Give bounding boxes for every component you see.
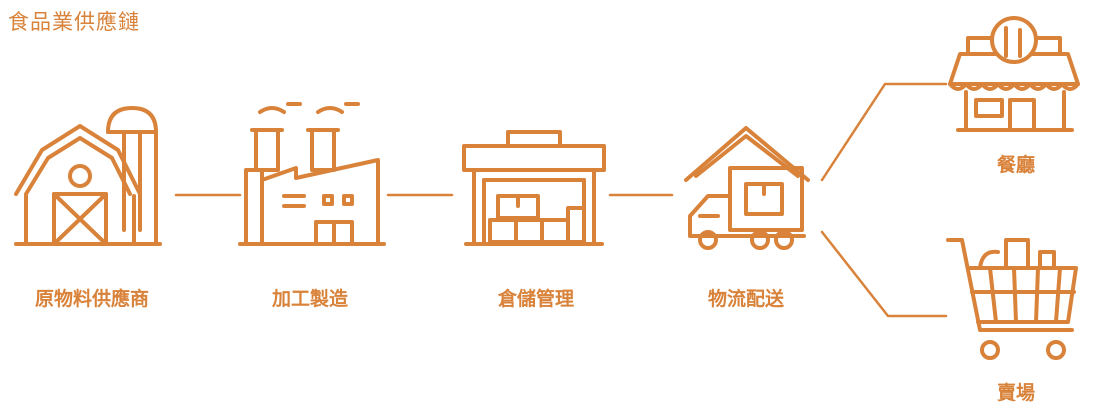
connectors [174,82,948,318]
factory-icon [238,102,386,246]
delivery-truck-icon [684,126,810,250]
node-label-manufacturing: 加工製造 [271,288,349,310]
diagram-title: 食品業供應鏈 [8,10,140,34]
node-label-restaurant: 餐廳 [996,154,1036,176]
warehouse-icon [462,130,606,246]
restaurant-icon [948,16,1080,132]
connector-logistics-restaurant [820,82,948,182]
node-label-warehouse: 倉儲管理 [497,288,575,310]
node-label-logistics: 物流配送 [707,288,785,310]
connector-logistics-store [820,230,948,318]
farm-barn-icon [14,106,162,246]
shopping-cart-icon [946,238,1078,360]
node-label-store: 賣場 [996,382,1036,404]
node-label-supplier: 原物料供應商 [34,288,150,310]
